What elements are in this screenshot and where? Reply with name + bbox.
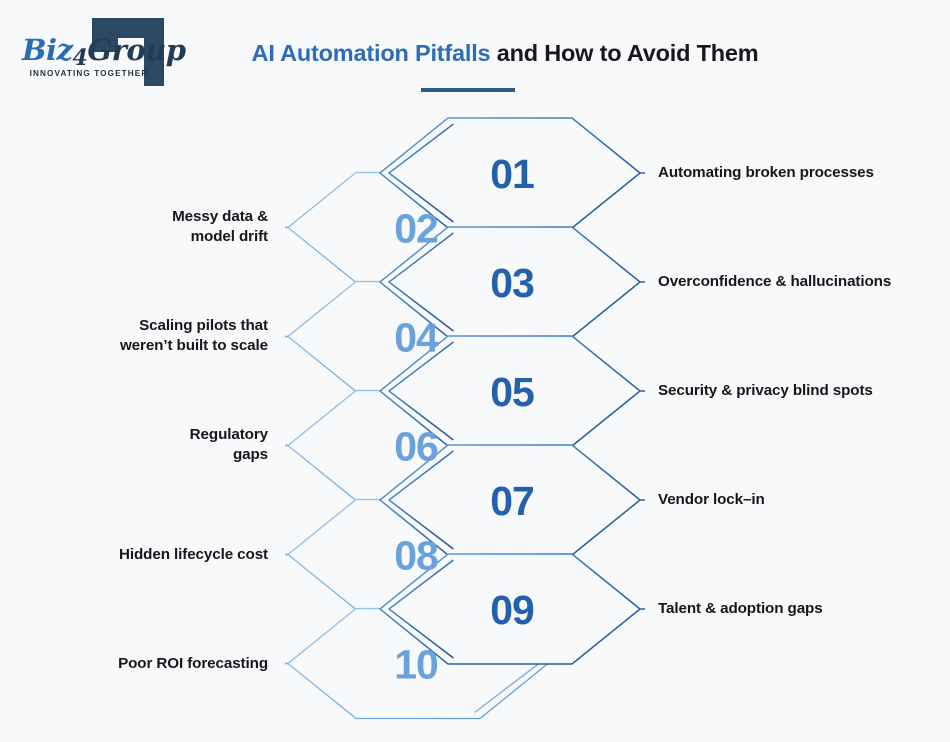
logo-word-four: 4	[72, 45, 88, 71]
hexagon-chain-diagram: 02 04 06 08 10 01 03 05 07 09	[0, 100, 950, 730]
page-title: AI Automation Pitfalls and How to Avoid …	[195, 40, 815, 67]
page-title-rest: and How to Avoid Them	[490, 40, 759, 66]
item-label-02: Messy data & model drift	[18, 207, 268, 247]
hexagon-node-05[interactable]	[378, 335, 645, 447]
logo-wordmark: Biz4Group	[22, 33, 186, 70]
hexagon-inner-accent	[387, 341, 454, 441]
hexagon-number-06: 06	[394, 424, 438, 470]
item-label-03: Overconfidence & hallucinations	[658, 272, 908, 292]
item-label-07: Vendor lock–in	[658, 490, 908, 510]
item-label-line: Security & privacy blind spots	[658, 382, 873, 399]
hexagon-node-09[interactable]	[378, 553, 645, 665]
hexagon-node-03[interactable]	[378, 226, 645, 338]
hexagon-number-10: 10	[394, 642, 438, 688]
item-label-line: Scaling pilots that	[139, 316, 268, 334]
item-label-line: Regulatory	[189, 425, 268, 443]
item-label-line: Talent & adoption gaps	[658, 600, 823, 617]
item-label-05: Security & privacy blind spots	[658, 381, 908, 401]
item-label-line: Hidden lifecycle cost	[119, 545, 268, 563]
title-underline	[421, 88, 515, 92]
hexagon-number-04: 04	[394, 315, 439, 361]
hexagon-number-09: 09	[490, 587, 534, 633]
header: Biz4Group INNOVATING TOGETHER AI Automat…	[0, 0, 950, 110]
hexagon-inner-accent	[387, 123, 454, 223]
item-label-line: weren’t built to scale	[119, 336, 268, 354]
logo-bracket-icon	[92, 18, 164, 86]
logo-tagline: INNOVATING TOGETHER	[29, 69, 149, 78]
item-label-line: Poor ROI forecasting	[118, 654, 268, 672]
logo-word-group: Group	[87, 33, 186, 67]
item-label-06: Regulatory gaps	[18, 425, 268, 465]
hexagon-chain-svg: 02 04 06 08 10 01 03 05 07 09	[285, 117, 645, 720]
item-label-line: model drift	[190, 227, 268, 245]
item-label-04: Scaling pilots that weren’t built to scal…	[18, 316, 268, 356]
item-label-line: Overconfidence & hallucinations	[658, 273, 892, 290]
item-label-08: Hidden lifecycle cost	[18, 545, 268, 565]
hexagon-inner-accent	[387, 232, 454, 332]
hexagon-number-01: 01	[490, 151, 534, 197]
hexagon-number-03: 03	[490, 260, 534, 306]
logo-word-biz: Biz	[22, 33, 73, 67]
page-title-accent: AI Automation Pitfalls	[251, 40, 491, 66]
hexagon-number-02: 02	[394, 206, 438, 252]
item-label-line: gaps	[232, 445, 268, 463]
item-label-09: Talent & adoption gaps	[658, 599, 908, 619]
hexagon-number-08: 08	[394, 533, 438, 579]
item-label-line: Vendor lock–in	[658, 491, 765, 508]
hexagon-number-07: 07	[490, 478, 534, 524]
item-label-line: Automating broken processes	[658, 164, 874, 181]
hexagon-inner-accent	[387, 559, 454, 659]
brand-logo[interactable]: Biz4Group INNOVATING TOGETHER	[14, 14, 186, 86]
item-label-line: Messy data &	[172, 207, 268, 225]
hexagon-inner-accent	[387, 450, 454, 550]
item-label-10: Poor ROI forecasting	[18, 654, 268, 674]
hexagon-number-05: 05	[490, 369, 534, 415]
item-label-01: Automating broken processes	[658, 163, 908, 183]
